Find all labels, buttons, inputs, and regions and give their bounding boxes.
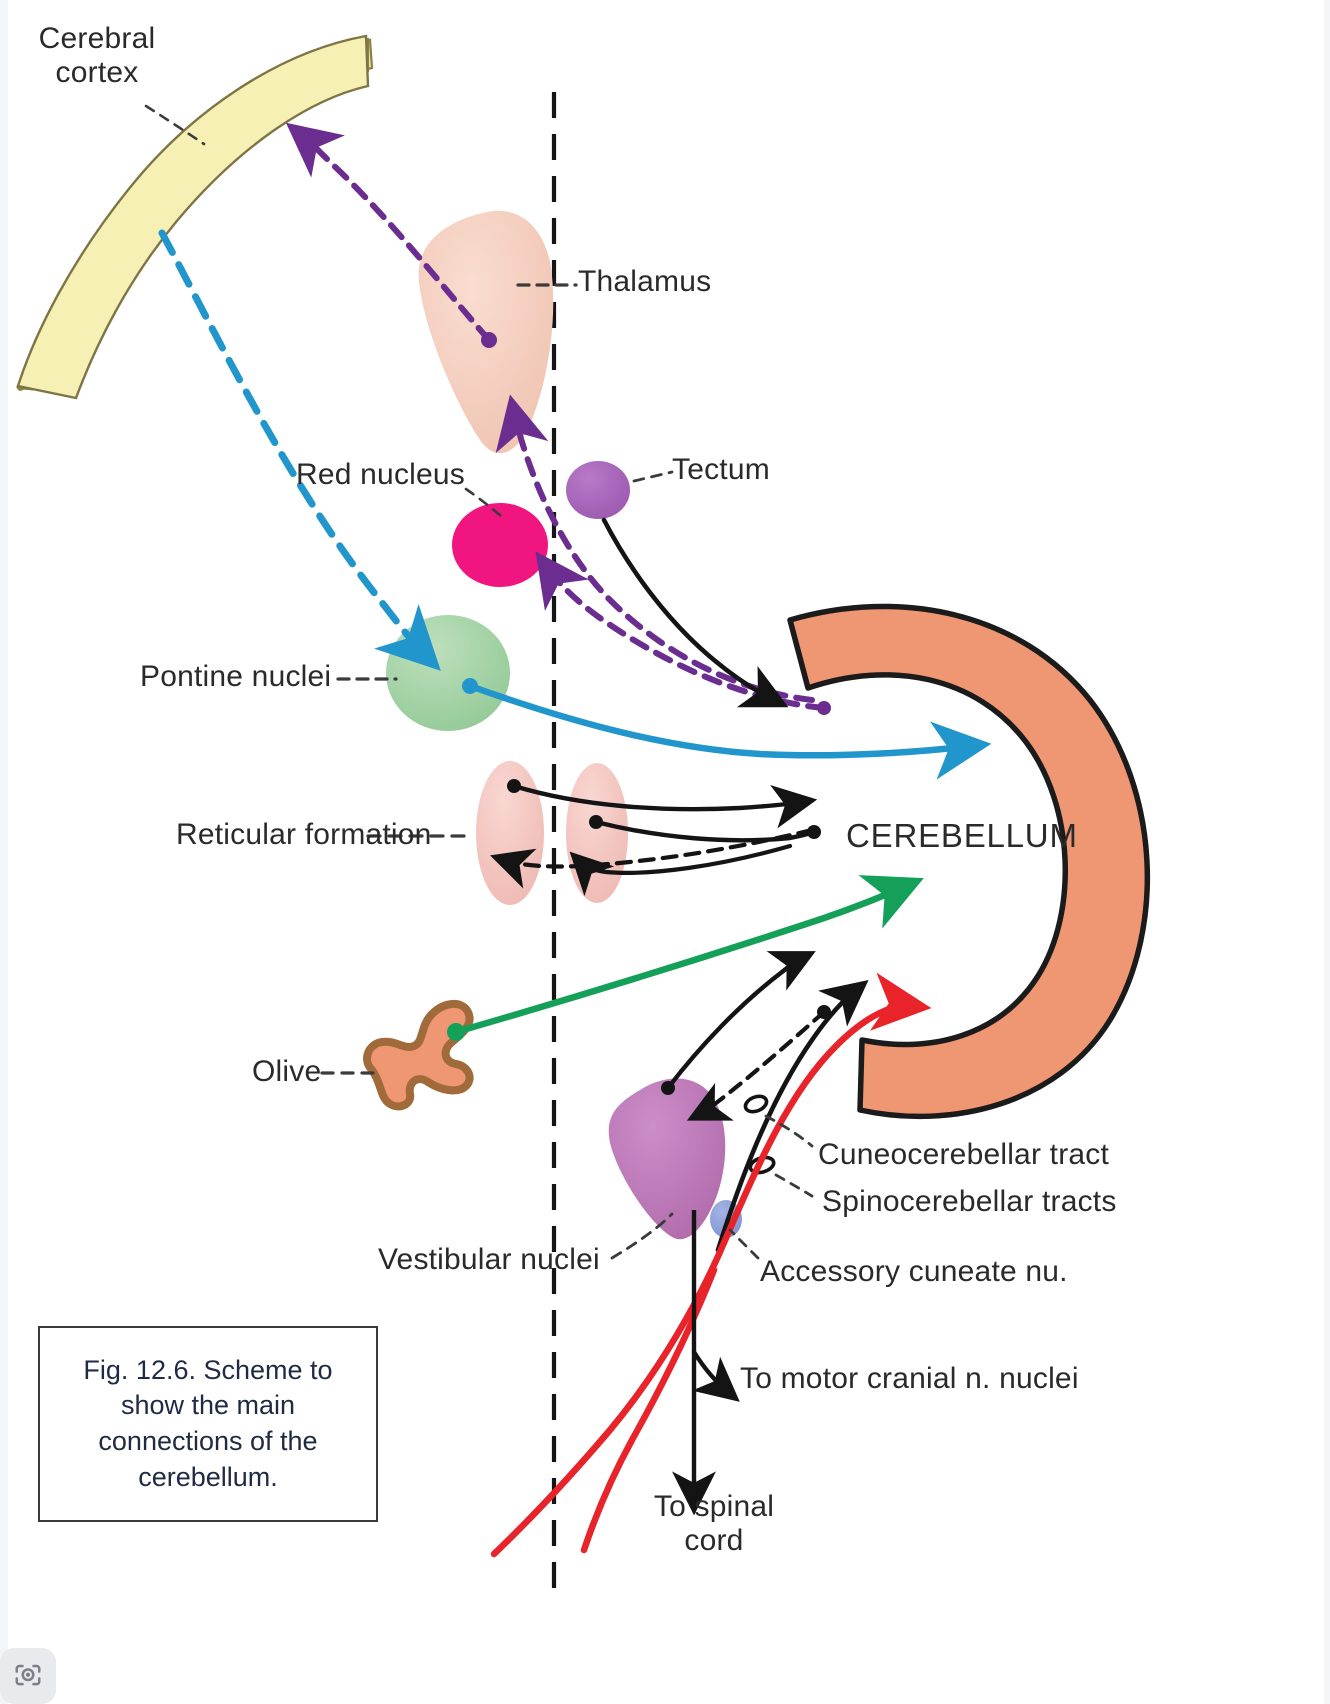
vestibular-nuclei-shape <box>608 1078 726 1240</box>
figure-caption-text: Fig. 12.6. Scheme to show the main conne… <box>83 1354 333 1492</box>
label-reticular-formation: Reticular formation <box>176 818 432 851</box>
label-tectum: Tectum <box>672 453 770 486</box>
leader-lines <box>144 104 814 1260</box>
tectum-shape <box>566 461 630 519</box>
cerebellum-shape <box>787 603 1150 1120</box>
figure-caption-box: Fig. 12.6. Scheme to show the main conne… <box>38 1326 378 1522</box>
label-accessory-cuneate-nucleus: Accessory cuneate nu. <box>760 1255 1068 1288</box>
dentatothalamic-pathway <box>285 122 831 715</box>
olivocerebellar-pathway <box>447 875 924 1041</box>
label-to-spinal-cord: To spinal cord <box>653 1490 775 1557</box>
descending-pathways <box>672 1210 740 1516</box>
olive-shape <box>363 1000 474 1111</box>
label-cerebral-cortex: Cerebral cortex <box>38 22 156 89</box>
reticulocerebellar-pathway <box>490 779 821 897</box>
label-pontine-nuclei: Pontine nuclei <box>140 660 332 693</box>
label-cuneocerebellar-tract: Cuneocerebellar tract <box>818 1138 1110 1171</box>
label-red-nucleus: Red nucleus <box>296 458 465 491</box>
label-vestibular-nuclei: Vestibular nuclei <box>378 1243 600 1276</box>
label-to-motor-cranial-nuclei: To motor cranial n. nuclei <box>740 1362 1079 1395</box>
tectocerebellar-pathway <box>601 517 789 708</box>
label-olive: Olive <box>252 1055 322 1088</box>
cerebral-cortex-band <box>16 34 370 400</box>
label-cerebellum: CEREBELLUM <box>846 817 1078 854</box>
label-thalamus: Thalamus <box>578 265 712 298</box>
corticopontocerebellar-pathway <box>158 229 992 780</box>
red-nucleus-shape <box>452 503 548 587</box>
label-spinocerebellar-tracts: Spinocerebellar tracts <box>822 1185 1117 1218</box>
google-lens-icon[interactable] <box>0 1648 56 1704</box>
